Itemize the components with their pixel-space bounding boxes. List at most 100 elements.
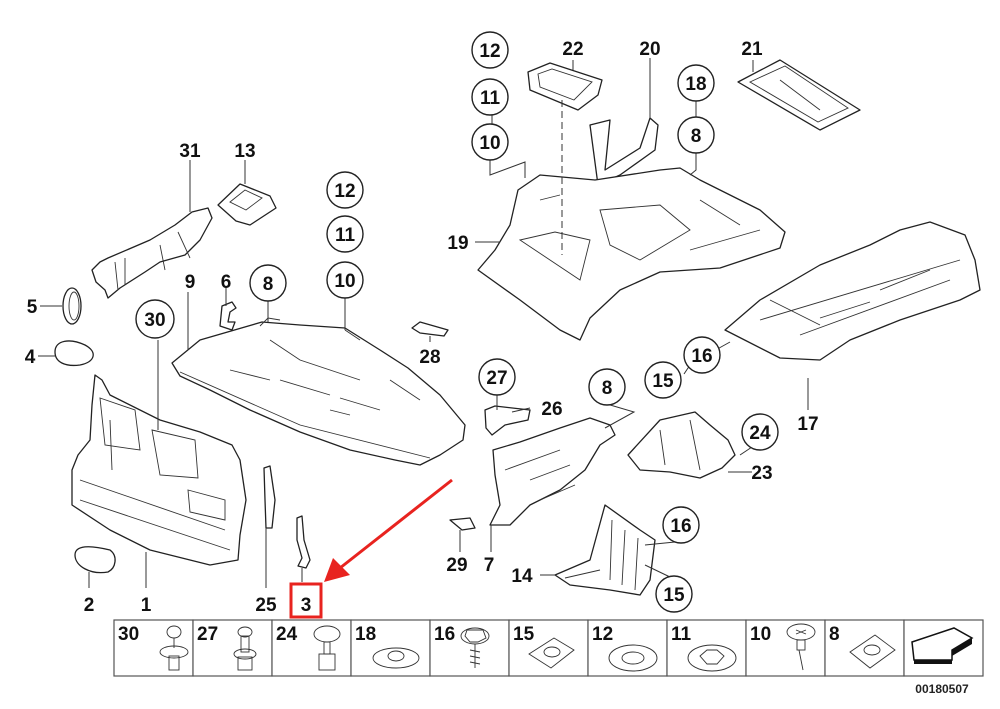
fastener-label: 30 [118,624,139,645]
label-15-side: 15 [652,371,674,392]
label-10-front: 10 [334,271,355,292]
label-6: 6 [221,272,232,293]
label-22: 22 [562,39,583,60]
part-17-rear-panel [724,221,981,361]
label-19: 19 [447,233,468,254]
part-13-cover [217,183,277,226]
label-12-front: 12 [334,181,355,202]
label-8-center: 8 [691,126,702,147]
fastener-cell: 24 [271,619,352,677]
part-5-ring [62,287,82,325]
fastener-label: 10 [750,624,771,645]
fastener-cell-border [587,619,668,677]
spring-nut-icon [849,634,896,669]
label-30: 30 [144,310,165,331]
direction-arrow-icon [911,627,974,664]
fastener-label: 11 [671,624,692,645]
label-21: 21 [741,39,763,60]
label-5: 5 [27,297,38,318]
push-rivet-icon [159,625,189,671]
part-3-cable [296,515,311,569]
fastener-cell: 8 [824,619,905,677]
label-31: 31 [179,141,201,162]
flat-washer-icon [608,644,658,672]
part-22-frame [527,62,603,111]
fastener-cell: 15 [508,619,589,677]
phillips-screw-icon [786,623,816,671]
label-11-center: 11 [480,88,501,109]
fastener-label: 15 [513,624,535,645]
label-4: 4 [25,347,36,368]
label-25: 25 [255,595,277,616]
label-16-lower: 16 [670,516,691,537]
label-10-center: 10 [479,133,500,154]
part-19-center-panel [477,100,786,341]
fastener-cell-border [745,619,826,677]
fastener-cell: 27 [192,619,273,677]
part-21-duct [737,59,861,131]
fastener-cell [903,619,984,677]
label-11-front: 11 [335,225,356,246]
hex-collar-screw-icon [460,627,490,668]
part-4-cap [54,340,94,367]
label-24: 24 [749,423,771,444]
label-8-front: 8 [263,274,274,295]
part-26-bracket [484,405,531,436]
fastener-label: 12 [592,624,613,645]
clip-nut-icon [528,637,575,669]
lock-washer-icon [687,644,737,672]
callout-labels: 31 13 9 6 8 12 11 10 5 30 4 28 27 26 2 1… [25,39,819,616]
part-29-clip [449,517,476,531]
label-18: 18 [685,74,706,95]
part-9-front-panel [171,317,466,466]
fastener-cell-border [666,619,747,677]
part-6-bracket [219,301,237,331]
fastener-cell: 12 [587,619,668,677]
label-14: 14 [511,566,533,587]
expanding-rivet-icon [233,626,257,671]
fastener-label: 18 [355,624,376,645]
fastener-cell-border [192,619,273,677]
part-2-cap [74,546,116,574]
label-12-center: 12 [479,41,500,62]
fastener-cell: 16 [429,619,510,677]
part-1-front-frame [71,374,247,566]
fastener-cell: 11 [666,619,747,677]
document-number: 00180507 [915,682,969,696]
part-31-air-duct [91,207,213,299]
highlight-group: 3 [289,478,453,619]
fastener-cell: 30 [113,619,194,677]
label-16-side: 16 [691,346,712,367]
label-7: 7 [484,555,495,576]
label-2: 2 [84,595,95,616]
highlight-box [289,582,323,619]
fastener-cell: 10 [745,619,826,677]
part-14-side-shield [554,504,656,596]
label-26: 26 [541,399,562,420]
fastener-label: 8 [829,624,840,645]
flange-nut-icon [372,647,420,669]
fastener-cell: 18 [350,619,431,677]
part-23-bracket [627,411,736,479]
label-23: 23 [751,463,772,484]
label-13: 13 [234,141,255,162]
part-28-link [411,321,449,337]
label-20: 20 [639,39,660,60]
label-27: 27 [486,368,507,389]
fastener-label: 16 [434,624,455,645]
part-25-strip [263,465,276,529]
fastener-cell-border [429,619,510,677]
label-17: 17 [797,414,818,435]
label-9: 9 [185,272,196,293]
red-arrow-shaft [339,478,453,570]
label-8-side: 8 [602,378,613,399]
label-29: 29 [446,555,467,576]
label-28: 28 [419,347,440,368]
label-1: 1 [141,595,152,616]
callout-circles [135,31,779,613]
leader-lines [38,58,809,588]
fastener-label: 27 [197,624,218,645]
red-arrow-head-icon [324,558,350,582]
